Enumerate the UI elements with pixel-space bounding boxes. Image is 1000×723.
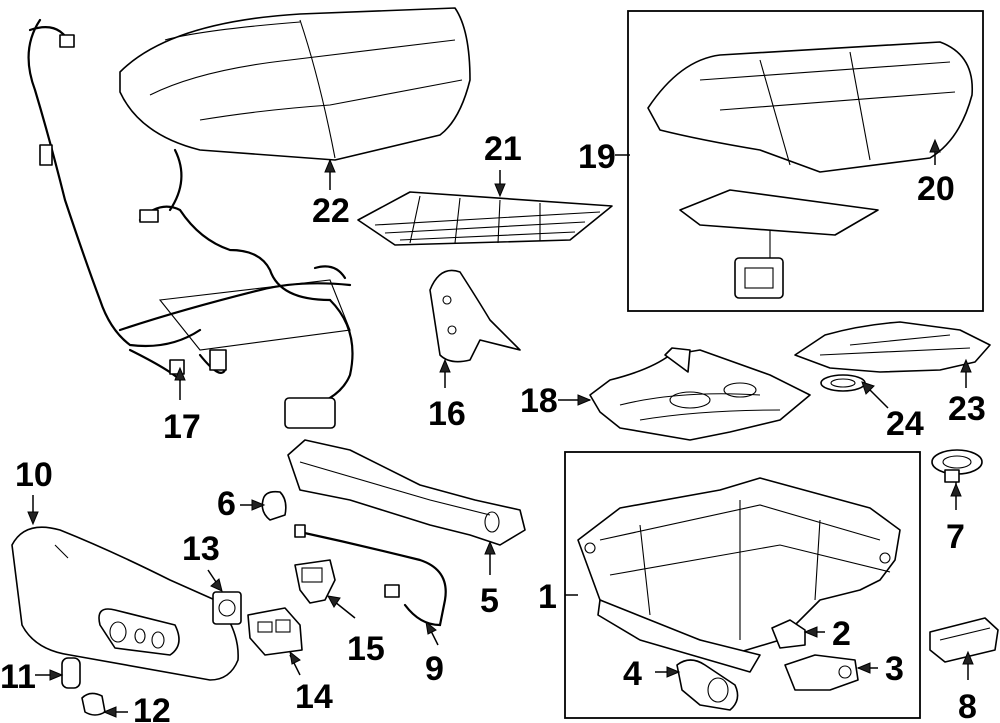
callout-18: 18	[520, 382, 558, 420]
callout-21: 21	[484, 130, 522, 168]
part-16-bracket	[429, 269, 521, 363]
callout-4: 4	[623, 655, 642, 693]
callout-15: 15	[347, 630, 385, 668]
part-23-frame-plate	[794, 321, 991, 373]
callout-10: 10	[15, 456, 53, 494]
part-24-clip	[820, 374, 866, 392]
callout-3: 3	[885, 650, 904, 688]
part-15-switch-bracket	[294, 559, 336, 604]
part-3-motor	[784, 654, 859, 691]
callout-12: 12	[133, 692, 171, 723]
part-11-knob	[61, 657, 81, 689]
group-box-19	[627, 10, 984, 312]
callout-22: 22	[312, 192, 350, 230]
callout-1: 1	[538, 578, 557, 616]
callout-14: 14	[295, 678, 333, 716]
callout-2: 2	[832, 615, 851, 653]
group-box-1	[564, 451, 921, 719]
part-18-seat-suspension	[589, 347, 811, 441]
part-22-cushion-cover	[119, 7, 471, 161]
callout-labels: 22 21 19 20 17 16 18 23 24 7 5 6 10 13 1…	[0, 130, 986, 723]
callout-19: 19	[578, 138, 616, 176]
part-20-cushion-pad	[647, 41, 973, 299]
callout-6: 6	[217, 485, 236, 523]
callout-17: 17	[163, 408, 201, 446]
part-8-module	[929, 617, 999, 663]
callout-9: 9	[425, 650, 444, 688]
part-12-knob	[81, 692, 106, 716]
callout-5: 5	[480, 582, 499, 620]
callout-11: 11	[0, 658, 36, 696]
part-13-switch	[212, 591, 242, 625]
part-9-cable	[294, 524, 447, 627]
arrow-heads	[27, 138, 974, 718]
callout-16: 16	[428, 395, 466, 433]
part-6-cap	[261, 490, 287, 521]
callout-8: 8	[958, 688, 977, 723]
part-7-sensor	[931, 449, 983, 483]
callout-13: 13	[182, 530, 220, 568]
callout-20: 20	[917, 170, 955, 208]
part-4-motor	[676, 659, 739, 711]
part-10-side-shield	[11, 526, 239, 681]
callout-23: 23	[948, 390, 986, 428]
callout-7: 7	[946, 518, 965, 556]
part-14-switch-module	[247, 607, 303, 656]
part-1-seat-adjuster	[577, 477, 901, 673]
callout-24: 24	[886, 405, 924, 443]
part-2-clip	[771, 619, 806, 649]
part-21-cushion-mat	[357, 191, 613, 246]
part-5-side-trim	[287, 439, 526, 546]
